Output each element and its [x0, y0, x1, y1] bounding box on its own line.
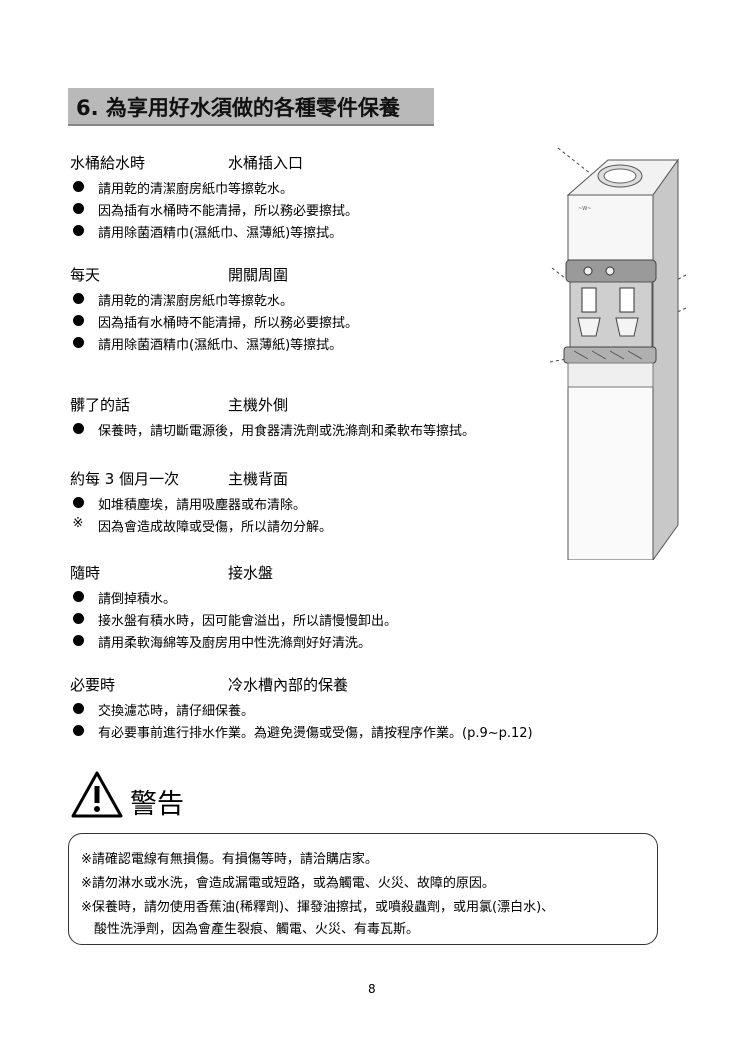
warning-box: ※請確認電線有無損傷。有損傷等時，請洽購店家。 ※請勿淋水或水洗，會造成漏電或短… — [68, 833, 658, 945]
section-heading: 髒了的話 主機外側 — [68, 392, 568, 418]
list-item: 保養時，請切斷電源後，用食器清洗劑或洗滌劑和柔軟布等擦拭。 — [68, 418, 568, 440]
section-timing: 每天 — [70, 266, 101, 284]
section-part: 開關周圍 — [228, 266, 289, 284]
list-item: 如堆積塵埃，請用吸塵器或布清除。 — [68, 492, 568, 514]
section-timing: 必要時 — [70, 676, 116, 694]
bullet-dot-icon — [70, 334, 86, 352]
section-title-bar: 6. 為享用好水須做的各種零件保養 — [68, 88, 434, 126]
section-part: 水桶插入口 — [228, 154, 304, 172]
section-part: 主機外側 — [228, 396, 289, 414]
maintenance-section: 髒了的話 主機外側 保養時，請切斷電源後，用食器清洗劑或洗滌劑和柔軟布等擦拭。 — [68, 392, 568, 440]
reference-mark: ※ — [72, 516, 84, 531]
section-heading: 約每 3 個月一次 主機背面 — [68, 466, 568, 492]
maintenance-section: 隨時 接水盤 請倒掉積水。 接水盤有積水時，因可能會溢出，所以請慢慢卸出。 請用… — [68, 560, 568, 652]
section-part: 接水盤 — [228, 564, 274, 582]
maintenance-section: 每天 開關周圍 請用乾的清潔廚房紙巾等擦乾水。 因為插有水桶時不能清掃，所以務必… — [68, 262, 568, 354]
bullet-dot-icon — [70, 494, 86, 512]
section-timing: 水桶給水時 — [70, 154, 146, 172]
list-item: 接水盤有積水時，因可能會溢出，所以請慢慢卸出。 — [68, 608, 568, 630]
list-item: 請用乾的清潔廚房紙巾等擦乾水。 — [68, 288, 568, 310]
list-item: 交換濾芯時，請仔細保養。 — [68, 698, 568, 720]
bullet-dot-icon — [70, 588, 86, 606]
warning-triangle-icon — [71, 771, 123, 818]
list-item: 請用除菌酒精巾(濕紙巾、濕薄紙)等擦拭。 — [68, 332, 568, 354]
water-dispenser-illustration-icon: ~W~ — [549, 147, 687, 560]
section-timing: 隨時 — [70, 564, 101, 582]
warning-title: 警告 — [130, 789, 184, 820]
bullet-dot-icon — [70, 610, 86, 628]
warning-line: ※請勿淋水或水洗，會造成漏電或短路，或為觸電、火災、故障的原因。 — [81, 876, 495, 891]
warning-line: 酸性洗淨劑，因為會產生裂痕、觸電、火災、有毒瓦斯。 — [81, 922, 420, 937]
list-item: 請用柔軟海綿等及廚房用中性洗滌劑好好清洗。 — [68, 630, 568, 652]
bullet-dot-icon — [70, 700, 86, 718]
list-item: 請用除菌酒精巾(濕紙巾、濕薄紙)等擦拭。 — [68, 220, 568, 242]
bullet-dot-icon — [70, 200, 86, 218]
bullet-dot-icon — [70, 178, 86, 196]
maintenance-section: 必要時 冷水槽內部的保養 交換濾芯時，請仔細保養。 有必要事前進行排水作業。為避… — [68, 672, 568, 742]
warning-line: ※保養時，請勿使用香蕉油(稀釋劑)、揮發油擦拭，或噴殺蟲劑，或用氯(漂白水)、 — [81, 900, 555, 915]
bullet-dot-icon — [70, 722, 86, 740]
warning-line: ※請確認電線有無損傷。有損傷等時，請洽購店家。 — [81, 852, 378, 867]
list-item: 請倒掉積水。 — [68, 586, 568, 608]
list-item: 因為插有水桶時不能清掃，所以務必要擦拭。 — [68, 198, 568, 220]
maintenance-section: 約每 3 個月一次 主機背面 如堆積塵埃，請用吸塵器或布清除。 ※因為會造成故障… — [68, 466, 568, 536]
page-number: 8 — [368, 982, 376, 996]
section-timing: 髒了的話 — [70, 396, 131, 414]
list-item: ※因為會造成故障或受傷，所以請勿分解。 — [68, 514, 568, 536]
section-part: 主機背面 — [228, 470, 289, 488]
list-item: 請用乾的清潔廚房紙巾等擦乾水。 — [68, 176, 568, 198]
section-heading: 每天 開關周圍 — [68, 262, 568, 288]
bullet-dot-icon — [70, 632, 86, 650]
bullet-dot-icon — [70, 290, 86, 308]
section-timing: 約每 3 個月一次 — [70, 470, 180, 488]
section-heading: 水桶給水時 水桶插入口 — [68, 150, 568, 176]
section-part: 冷水槽內部的保養 — [228, 676, 349, 694]
list-item: 有必要事前進行排水作業。為避免燙傷或受傷，請按程序作業。(p.9~p.12) — [68, 720, 568, 742]
bullet-dot-icon — [70, 420, 86, 438]
list-item: 因為插有水桶時不能清掃，所以務必要擦拭。 — [68, 310, 568, 332]
bullet-dot-icon — [70, 312, 86, 330]
section-heading: 隨時 接水盤 — [68, 560, 568, 586]
maintenance-section: 水桶給水時 水桶插入口 請用乾的清潔廚房紙巾等擦乾水。 因為插有水桶時不能清掃，… — [68, 150, 568, 242]
bullet-dot-icon — [70, 222, 86, 240]
section-heading: 必要時 冷水槽內部的保養 — [68, 672, 568, 698]
svg-text:~W~: ~W~ — [578, 206, 591, 212]
page-title: 6. 為享用好水須做的各種零件保養 — [76, 96, 400, 120]
